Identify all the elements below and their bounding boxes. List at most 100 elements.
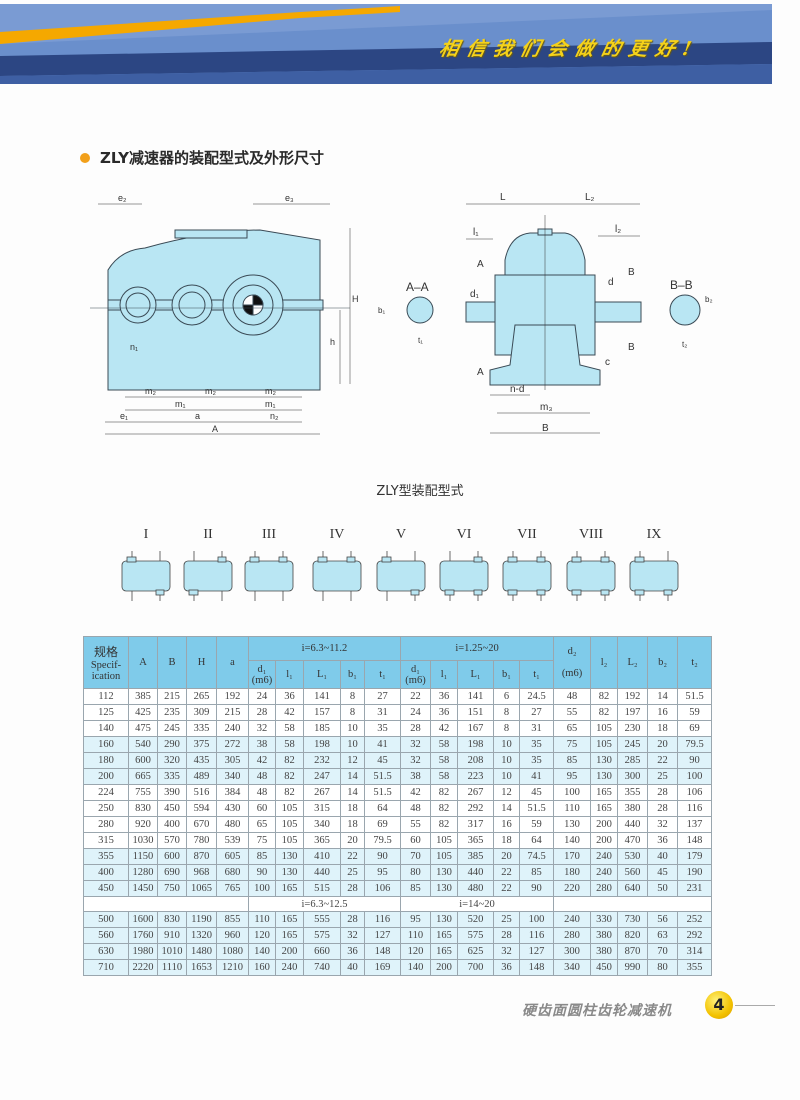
header-A: A	[128, 636, 158, 689]
table-cell: 82	[430, 784, 458, 801]
dim-t1: t₁	[418, 336, 423, 345]
header-B: B	[157, 636, 187, 689]
table-cell: 230	[617, 720, 649, 737]
table-cell: 314	[677, 943, 713, 960]
table-cell: 130	[553, 816, 592, 833]
table-cell: 105	[275, 800, 304, 817]
table-cell: 24	[400, 704, 431, 721]
table-cell: 22	[400, 688, 431, 705]
bullet-icon	[80, 152, 90, 163]
table-cell: 65	[248, 816, 276, 833]
section-AA-label: A–A	[406, 280, 429, 294]
table-cell: 340	[303, 816, 341, 833]
separator-group-1: i=6.3~12.5	[248, 896, 401, 912]
table-cell: 105	[275, 832, 304, 849]
table-cell: 82	[275, 768, 304, 785]
mounting-type-9: IX	[624, 527, 684, 605]
dim-c: c	[605, 357, 610, 368]
table-cell: 410	[303, 848, 341, 865]
table-cell: 41	[364, 736, 401, 753]
table-cell: 42	[275, 704, 304, 721]
table-cell: 85	[248, 848, 276, 865]
table-cell: 190	[677, 864, 713, 881]
table-cell: 365	[303, 832, 341, 849]
table-cell: 40	[647, 848, 679, 865]
table-cell: 36	[647, 832, 679, 849]
table-cell: 400	[157, 816, 187, 833]
table-cell: 82	[430, 800, 458, 817]
table-cell: 14	[493, 800, 520, 817]
table-cell: 82	[590, 688, 619, 705]
table-cell: 90	[248, 864, 276, 881]
table-cell: 500	[83, 911, 129, 928]
table-cell: 1210	[216, 959, 249, 976]
mounting-type-5: V	[371, 527, 431, 605]
table-cell: 700	[457, 959, 494, 976]
mounting-type-label: IV	[329, 527, 345, 542]
page-number: 4	[705, 991, 733, 1019]
section-BB-label: B–B	[670, 278, 693, 292]
header-d2: d₂(m6)	[553, 636, 592, 689]
table-cell: 355	[617, 784, 649, 801]
table-cell: 192	[617, 688, 649, 705]
table-cell: 10	[340, 720, 365, 737]
table-cell: 208	[457, 752, 494, 769]
table-cell: 384	[216, 784, 249, 801]
table-cell: 20	[340, 832, 365, 849]
table-cell: 440	[617, 816, 649, 833]
table-cell: 10	[340, 736, 365, 753]
table-cell: 690	[157, 864, 187, 881]
table-cell: 1280	[128, 864, 158, 881]
table-cell: 575	[457, 927, 494, 944]
mounting-type-label: IX	[646, 527, 662, 542]
mounting-diagram	[439, 551, 489, 601]
table-cell: 140	[553, 832, 592, 849]
table-cell: 125	[83, 704, 129, 721]
table-cell: 575	[303, 927, 341, 944]
table-cell: 32	[340, 927, 365, 944]
table-cell: 247	[303, 768, 341, 785]
table-cell: 82	[430, 816, 458, 833]
table-cell: 38	[248, 736, 276, 753]
table-cell: 470	[617, 832, 649, 849]
table-cell: 870	[617, 943, 649, 960]
header-group-2: i=1.25~20	[399, 636, 555, 661]
header-b1-2: b₁	[493, 660, 520, 689]
table-cell: 45	[364, 752, 401, 769]
table-cell: 80	[400, 864, 431, 881]
table-cell: 820	[617, 927, 649, 944]
table-cell: 31	[518, 720, 555, 737]
table-cell: 232	[303, 752, 341, 769]
table-cell: 58	[430, 752, 458, 769]
dim-A: A	[212, 424, 218, 434]
table-cell: 165	[275, 927, 304, 944]
section-B-top: B	[628, 267, 635, 278]
table-cell: 36	[493, 959, 520, 976]
header-t2: t₂	[677, 636, 713, 689]
dim-m2-1: m₂	[145, 386, 156, 396]
mounting-type-8: VIII	[561, 527, 621, 605]
mounting-type-7: VII	[497, 527, 557, 605]
table-cell: 765	[216, 880, 249, 897]
table-cell: 70	[647, 943, 679, 960]
table-cell: 55	[553, 704, 592, 721]
table-cell: 32	[400, 752, 431, 769]
table-cell: 520	[457, 911, 494, 928]
header-l1-2: l₁	[430, 660, 458, 689]
table-cell: 148	[364, 943, 401, 960]
table-cell: 10	[493, 752, 520, 769]
table-cell: 910	[157, 927, 187, 944]
table-cell: 640	[617, 880, 649, 897]
table-cell: 380	[590, 943, 619, 960]
table-cell: 27	[518, 704, 555, 721]
table-cell: 1980	[128, 943, 158, 960]
table-cell: 18	[493, 832, 520, 849]
mounting-diagram	[629, 551, 679, 601]
header-d1: d₁(m6)	[248, 660, 276, 689]
table-cell: 740	[303, 959, 341, 976]
table-cell: 59	[518, 816, 555, 833]
mounting-diagram	[566, 551, 616, 601]
